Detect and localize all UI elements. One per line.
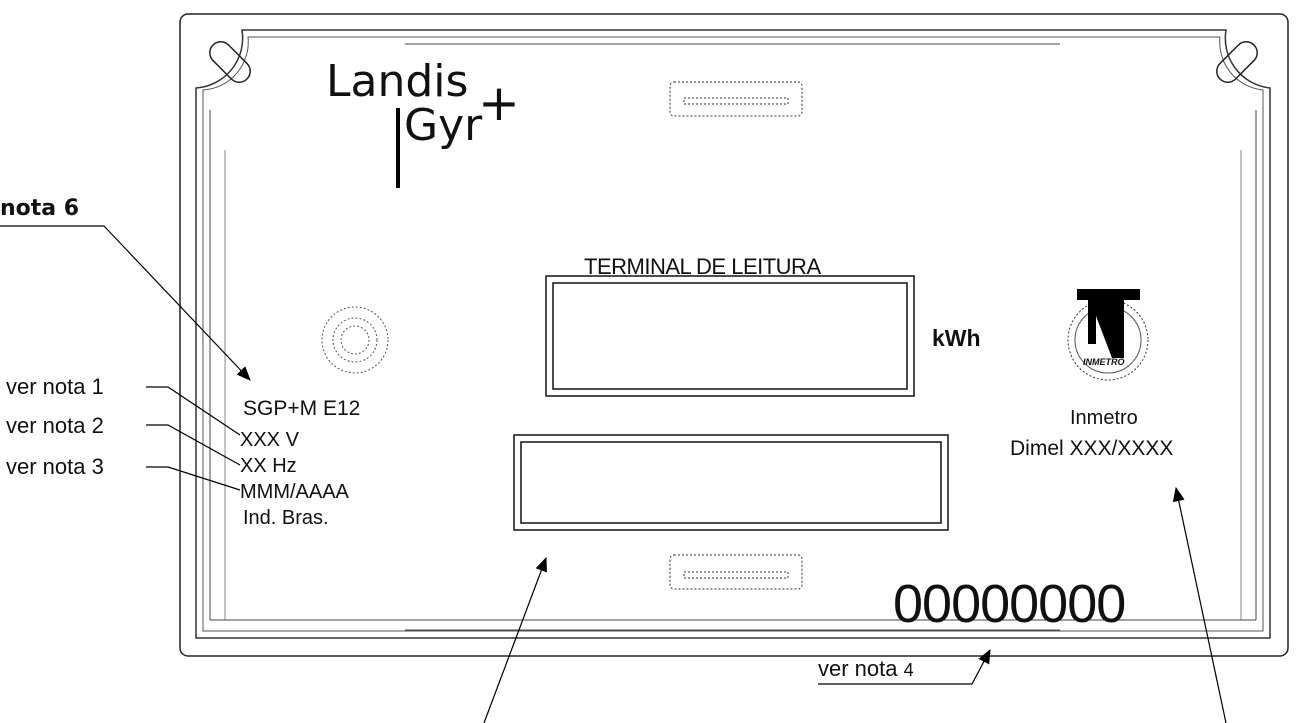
leader-nota2 — [146, 424, 241, 466]
terminal-label: TERMINAL DE LEITURA — [584, 254, 821, 279]
inmetro-seal-text: INMETRO — [1083, 357, 1125, 367]
spec-frequency: XX Hz — [240, 455, 297, 477]
brand-logo-line2: Gyr — [404, 100, 483, 151]
clip-bottom — [669, 554, 803, 590]
leader-nota3 — [146, 466, 241, 491]
spec-voltage: XXX V — [240, 429, 299, 451]
clip-top — [669, 81, 803, 117]
spec-origin: Ind. Bras. — [243, 507, 329, 529]
serial-number: 00000000 — [893, 574, 1126, 634]
leader-label-window — [483, 556, 547, 723]
note-2-label: ver nota 2 — [6, 413, 104, 438]
inmetro-seal — [1067, 289, 1149, 381]
inmetro-line1: Inmetro — [1070, 407, 1138, 429]
brand-logo-plus: + — [478, 74, 520, 132]
unit-label: kWh — [932, 325, 981, 351]
leader-nota1 — [146, 386, 241, 436]
spec-date: MMM/AAAA — [240, 481, 349, 503]
inmetro-line2: Dimel XXX/XXXX — [1010, 437, 1174, 460]
note-4-number: 4 — [903, 660, 914, 680]
housing-outline — [179, 13, 1289, 657]
screw-slot-top-right — [1216, 41, 1258, 83]
leader-inmetro — [1172, 486, 1227, 723]
leader-nota4 — [818, 648, 991, 685]
note-1-label: ver nota 1 — [6, 374, 104, 399]
note-3-label: ver nota 3 — [6, 454, 104, 479]
note-4-text: ver nota — [818, 656, 898, 681]
optical-port — [321, 306, 389, 374]
label-window — [513, 434, 949, 531]
note-6-label: nota 6 — [0, 196, 80, 221]
brand-logo-line1: Landis — [326, 56, 469, 107]
note-4-label: ver nota 4 — [818, 658, 914, 680]
display-window — [545, 275, 915, 397]
housing-inner-frame — [195, 29, 1271, 639]
model-label: SGP+M E12 — [243, 397, 361, 420]
